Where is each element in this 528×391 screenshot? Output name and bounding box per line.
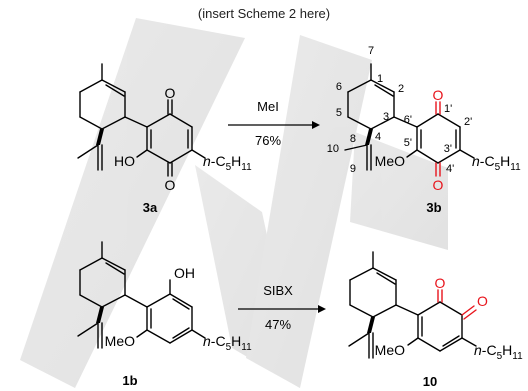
compound-10: O O MeO n-C5H11 10 [348, 251, 523, 389]
yield-label-1: 76% [255, 133, 281, 148]
reagent-label-2: SIBX [263, 283, 293, 298]
locant: 1 [377, 73, 383, 85]
1b-pentyl-group: n-C5H11 [203, 333, 252, 353]
locant: 9 [350, 163, 356, 175]
locant: 2 [398, 83, 404, 95]
3b-pentyl-group: n-C5H11 [472, 153, 521, 173]
locant: 10 [327, 143, 339, 155]
locant: 6 [336, 81, 342, 93]
3a-oxo-bottom: O [165, 177, 176, 193]
3a-pentyl-group: n-C5H11 [203, 153, 252, 173]
locant: 2' [464, 116, 472, 128]
3a-hydroxyl: HO [114, 153, 135, 169]
locant: 3 [383, 111, 389, 123]
3a-compound-label: 3a [143, 200, 158, 215]
yield-label-2: 47% [265, 317, 291, 332]
locant: 4 [375, 131, 381, 143]
10-oxo-1: O [435, 275, 446, 291]
3b-atom-locants: 7 1 2 6 3 5 4 8 10 9 6' 1' 2' 5' 3' 4' [327, 45, 472, 175]
locant: 3' [444, 143, 452, 155]
reaction-arrow-2: SIBX 47% [238, 283, 326, 332]
scheme-placeholder-text: (insert Scheme 2 here) [198, 6, 330, 21]
10-methoxy: MeO [375, 342, 405, 358]
10-pentyl-group: n-C5H11 [474, 342, 523, 362]
10-red-carbonyl-bonds [437, 289, 477, 320]
reagent-label-1: MeI [257, 99, 279, 114]
reaction-arrow-1: MeI 76% [228, 99, 320, 148]
3b-oxo-top: O [433, 87, 444, 103]
locant: 5 [336, 107, 342, 119]
locant: 5' [404, 137, 412, 149]
3b-compound-label: 3b [426, 200, 441, 215]
compound-3a: O O HO n-C5H11 3a [77, 63, 252, 215]
3a-oxo-top: O [165, 85, 176, 101]
locant: 1' [444, 103, 452, 115]
1b-bonds [77, 241, 206, 349]
10-oxo-2: O [477, 293, 488, 309]
3b-bonds [344, 63, 475, 171]
compound-1b: OH MeO n-C5H11 1b [77, 241, 252, 388]
locant: 8 [350, 133, 356, 145]
3a-bonds [77, 63, 206, 177]
3b-red-carbonyl-bonds [435, 101, 441, 177]
locant: 7 [368, 45, 374, 57]
1b-methoxy: MeO [105, 333, 135, 349]
watermark-logo [20, 18, 448, 388]
1b-compound-label: 1b [122, 373, 137, 388]
10-compound-label: 10 [423, 374, 437, 389]
compound-3b: O O MeO n-C5H11 7 1 2 6 3 5 4 8 10 9 6' … [327, 45, 521, 215]
3b-methoxy: MeO [375, 153, 405, 169]
3b-oxo-bottom: O [433, 177, 444, 193]
locant: 6' [404, 114, 412, 126]
locant: 4' [446, 163, 454, 175]
1b-hydroxyl: OH [174, 265, 195, 281]
10-bonds [348, 251, 477, 359]
